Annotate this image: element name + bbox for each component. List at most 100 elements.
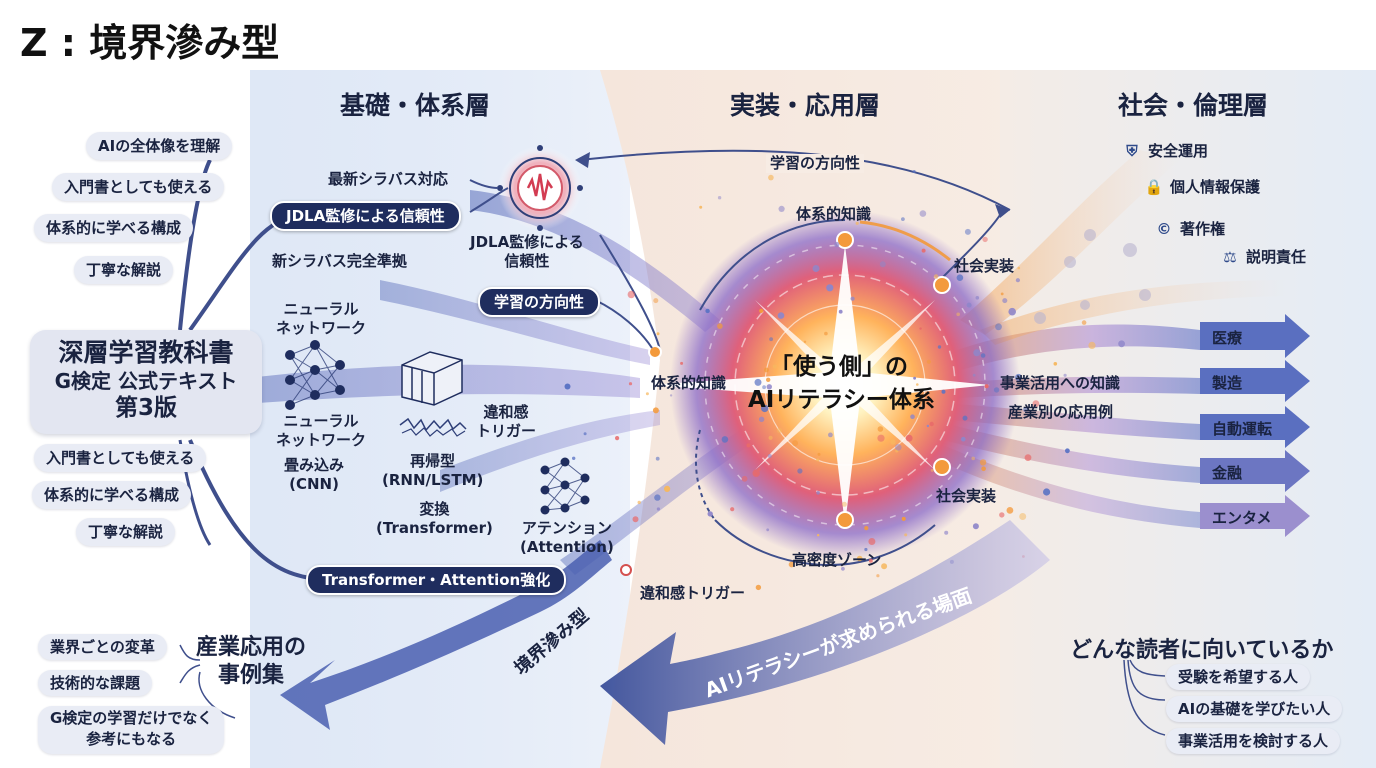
particle <box>772 364 777 369</box>
particle <box>680 361 684 365</box>
jdla-node-label: JDLA監修による 信頼性 <box>470 233 584 270</box>
particle <box>895 444 902 451</box>
particle <box>817 534 820 537</box>
feature-pill: 体系的に学べる構成 <box>34 214 194 242</box>
particle <box>964 228 971 235</box>
particle <box>850 296 855 301</box>
particle <box>981 466 986 472</box>
sector-label: 製造 <box>1212 374 1243 392</box>
particle <box>654 494 661 501</box>
particle <box>905 434 913 442</box>
particle <box>966 302 972 308</box>
particle <box>707 511 713 517</box>
ethics-label: 安全運用 <box>1148 142 1209 160</box>
particle <box>972 523 979 530</box>
case-study-item: 業界ごとの変革 <box>38 634 167 660</box>
particle <box>913 376 916 380</box>
particle <box>803 340 807 343</box>
particle <box>879 261 886 268</box>
book-edition: 第3版 <box>114 395 177 421</box>
particle <box>933 274 939 279</box>
particle <box>730 507 735 512</box>
particle <box>868 538 876 545</box>
particle <box>705 308 710 314</box>
particle <box>572 456 576 460</box>
ethics-label: 個人情報保護 <box>1170 178 1261 196</box>
ethics-item: ⚖説明責任 <box>1220 246 1306 267</box>
particle <box>717 196 722 200</box>
particle <box>1032 400 1040 408</box>
particle <box>1006 507 1014 514</box>
particle <box>656 332 660 336</box>
particle <box>655 456 660 461</box>
particle <box>792 440 799 447</box>
particle <box>864 547 868 552</box>
case-study-item: 技術的な課題 <box>38 670 153 696</box>
particle <box>890 439 896 445</box>
particle <box>652 407 659 414</box>
column-title-implementation: 実装・応用層 <box>730 91 881 120</box>
particle <box>653 298 659 304</box>
particle <box>615 436 620 441</box>
ethics-item: ©著作権 <box>1154 218 1226 239</box>
particle <box>766 384 772 390</box>
particle <box>841 501 847 507</box>
particle <box>817 452 821 456</box>
particle <box>876 574 880 578</box>
particle <box>868 558 873 563</box>
rnn-label: 再帰型 (RNN/LSTM) <box>382 452 484 489</box>
particle <box>881 563 888 570</box>
particle <box>979 459 987 466</box>
particle <box>816 491 820 495</box>
direction-pill: 学習の方向性 <box>478 287 601 317</box>
case-study-item: G検定の学習だけでなく 参考にもなる <box>38 706 225 754</box>
particle <box>956 274 964 282</box>
particle <box>637 500 641 505</box>
particle <box>769 337 773 342</box>
particle <box>956 312 960 317</box>
particle <box>1017 266 1021 270</box>
particle <box>1043 488 1051 496</box>
feature-pill: 丁寧な解説 <box>74 256 174 284</box>
core-title: 「使う側」の <box>770 354 908 380</box>
particle <box>919 210 927 217</box>
ethics-label: 説明責任 <box>1246 248 1307 266</box>
particle <box>1002 298 1008 304</box>
particle-field <box>564 170 1125 591</box>
industry-examples-label: 産業別の応用例 <box>1008 403 1114 421</box>
particle <box>766 528 770 532</box>
particle <box>841 566 845 571</box>
particle <box>980 353 986 358</box>
particle <box>759 308 764 313</box>
particle <box>788 561 795 568</box>
particle <box>826 284 834 292</box>
attention-label: アテンション (Attention) <box>520 519 614 556</box>
particle <box>855 221 859 225</box>
particle <box>864 526 869 531</box>
particle <box>1015 373 1023 381</box>
case-study-title: 産業応用の 事例集 <box>196 635 307 688</box>
transformer-attention-pill: Transformer・Attention強化 <box>306 565 567 595</box>
particle <box>632 516 639 523</box>
ethics-label: 著作権 <box>1180 220 1226 238</box>
particle <box>766 377 771 382</box>
particle <box>904 533 908 537</box>
particle <box>1024 454 1032 461</box>
business-knowledge-label: 事業活用への知識 <box>1000 374 1121 392</box>
particle <box>941 389 946 394</box>
particle <box>721 436 729 443</box>
sector-label: 金融 <box>1212 464 1243 482</box>
book-title: 深層学習教科書 <box>58 338 234 367</box>
social-top-label: 社会実装 <box>954 257 1015 275</box>
particle <box>741 475 748 482</box>
particle <box>1065 448 1070 454</box>
particle <box>777 312 785 319</box>
particle <box>910 414 915 420</box>
page-title: Z : 境界滲み型 <box>20 21 280 65</box>
particle <box>972 373 976 377</box>
particle <box>776 427 783 433</box>
neural-network-label: ニューラル ネットワーク <box>276 412 367 449</box>
particle <box>999 512 1005 518</box>
